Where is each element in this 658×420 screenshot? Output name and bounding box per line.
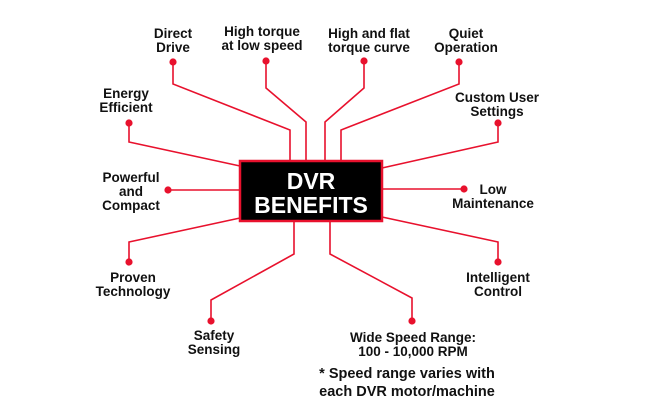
bullet-dot-icon [408,317,416,325]
center-box [238,159,384,223]
label-flat-torque-curve: torque curve [328,40,410,55]
bullet-dot-icon [494,258,502,266]
connector-direct-drive [172,62,291,161]
label-energy-efficient: Energy [103,86,149,101]
center-title-line1: DVR [287,168,336,194]
bullet-dot-icon [125,119,133,127]
label-high-torque-low-speed: at low speed [221,38,302,53]
label-custom-user-settings: Settings [470,104,523,119]
center-title-line2: BENEFITS [254,192,368,218]
footnote-line2: each DVR motor/machine [319,384,495,400]
label-direct-drive: Drive [156,40,190,55]
label-quiet-operation: Operation [434,40,498,55]
label-wide-speed-range: Wide Speed Range: [350,330,476,345]
label-custom-user-settings: Custom User [455,90,540,105]
connector-quiet-operation [340,62,460,161]
bullet-dot-icon [494,119,502,127]
connector-high-torque-low-speed [265,61,307,161]
label-powerful-compact: Compact [102,198,160,213]
label-low-maintenance: Maintenance [452,196,534,211]
connector-energy-efficient [128,123,241,167]
connector-wide-speed-range [329,221,413,321]
bullet-dot-icon [455,58,463,66]
label-powerful-compact: Powerful [102,170,159,185]
label-powerful-compact: and [119,184,143,199]
label-proven-technology: Technology [96,284,171,299]
label-energy-efficient: Efficient [99,100,153,115]
label-wide-speed-range: 100 - 10,000 RPM [358,344,468,359]
bullet-dot-icon [207,317,215,325]
footnote-line1: * Speed range varies with [319,366,495,382]
label-intelligent-control: Control [474,284,522,299]
connector-custom-user-settings [381,123,499,169]
bullet-dot-icon [360,57,368,65]
bullet-dot-icon [125,258,133,266]
label-intelligent-control: Intelligent [466,270,530,285]
label-direct-drive: Direct [154,26,193,41]
connector-flat-torque-curve [324,61,365,161]
label-proven-technology: Proven [110,270,156,285]
bullet-dot-icon [262,57,270,65]
label-low-maintenance: Low [480,182,507,197]
connector-proven-technology [128,217,241,262]
connector-intelligent-control [381,216,499,262]
connector-safety-sensing [210,221,295,321]
bullet-dot-icon [164,186,172,194]
label-safety-sensing: Sensing [188,342,241,357]
label-safety-sensing: Safety [194,328,235,343]
label-quiet-operation: Quiet [449,26,484,41]
bullet-dot-icon [169,58,177,66]
label-high-torque-low-speed: High torque [224,24,300,39]
bullet-dot-icon [460,185,468,193]
label-flat-torque-curve: High and flat [328,26,410,41]
